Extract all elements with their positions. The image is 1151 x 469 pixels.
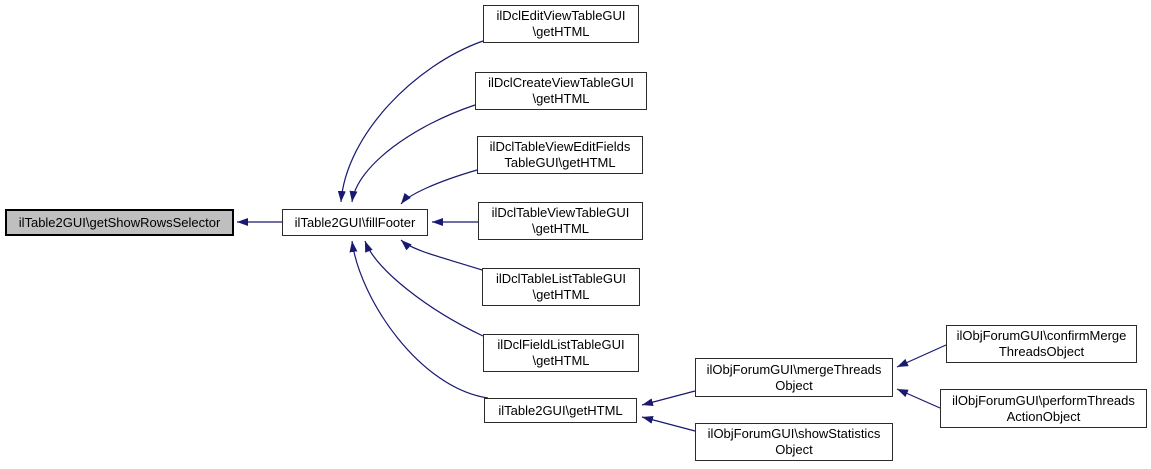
node-label: ilDclTableViewTableGUI \getHTML <box>491 205 630 236</box>
node-label: ilDclTableListTableGUI \getHTML <box>495 271 627 302</box>
edge-confirmMergeThreadsObject-to-mergeThreadsObject <box>896 344 947 368</box>
node-label: ilDclEditViewTableGUI \getHTML <box>496 8 626 39</box>
node-label: ilObjForumGUI\showStatistics Object <box>707 426 881 457</box>
edge-showStatisticsObject-to-table2GUI-getHTML <box>641 415 696 432</box>
edge-mergeThreadsObject-to-table2GUI-getHTML <box>641 390 696 407</box>
node-dclTableViewTableGUI-getHTML[interactable]: ilDclTableViewTableGUI \getHTML <box>478 202 643 240</box>
node-fillFooter[interactable]: ilTable2GUI\fillFooter <box>282 209 428 236</box>
node-dclTableListTableGUI-getHTML[interactable]: ilDclTableListTableGUI \getHTML <box>482 268 640 306</box>
node-label: ilTable2GUI\fillFooter <box>294 214 416 230</box>
node-objForumGUI-mergeThreadsObject[interactable]: ilObjForumGUI\mergeThreads Object <box>695 358 893 397</box>
edge-dclFieldListTableGUI-getHTML-to-fillFooter <box>364 240 484 337</box>
node-getShowRowsSelector: ilTable2GUI\getShowRowsSelector <box>5 209 234 236</box>
node-label: ilDclFieldListTableGUI \getHTML <box>497 337 625 368</box>
node-label: ilDclTableViewEditFields TableGUI\getHTM… <box>489 139 631 170</box>
node-label: ilObjForumGUI\performThreads ActionObjec… <box>952 392 1135 424</box>
node-dclEditViewTableGUI-getHTML[interactable]: ilDclEditViewTableGUI \getHTML <box>483 5 639 43</box>
node-label: ilDclCreateViewTableGUI \getHTML <box>488 75 634 106</box>
edge-dclEditViewTableGUI-getHTML-to-fillFooter <box>337 40 484 203</box>
node-label: ilTable2GUI\getHTML <box>498 402 623 418</box>
edge-performThreadsActionObject-to-mergeThreadsObject <box>896 388 941 409</box>
node-objForumGUI-performThreadsActionObject[interactable]: ilObjForumGUI\performThreads ActionObjec… <box>940 389 1147 428</box>
node-objForumGUI-showStatisticsObject[interactable]: ilObjForumGUI\showStatistics Object <box>695 423 893 461</box>
node-dclFieldListTableGUI-getHTML[interactable]: ilDclFieldListTableGUI \getHTML <box>483 334 639 372</box>
edge-dclCreateViewTableGUI-getHTML-to-fillFooter <box>349 104 476 203</box>
node-table2GUI-getHTML[interactable]: ilTable2GUI\getHTML <box>484 398 637 423</box>
node-objForumGUI-confirmMergeThreadsObject[interactable]: ilObjForumGUI\confirmMerge ThreadsObject <box>946 325 1137 363</box>
node-dclTableViewEditFieldsTableGUI-getHTML[interactable]: ilDclTableViewEditFields TableGUI\getHTM… <box>477 136 643 174</box>
node-dclCreateViewTableGUI-getHTML[interactable]: ilDclCreateViewTableGUI \getHTML <box>475 72 647 110</box>
edge-dclTableListTableGUI-getHTML-to-fillFooter <box>400 239 483 271</box>
node-label: ilObjForumGUI\mergeThreads Object <box>706 361 882 393</box>
edge-table2GUI-getHTML-to-fillFooter <box>349 240 489 399</box>
node-label: ilTable2GUI\getShowRowsSelector <box>18 214 221 230</box>
node-label: ilObjForumGUI\confirmMerge ThreadsObject <box>956 328 1127 359</box>
edge-dclTableViewEditFieldsTableGUI-getHTML-to-fillFooter <box>400 169 478 205</box>
